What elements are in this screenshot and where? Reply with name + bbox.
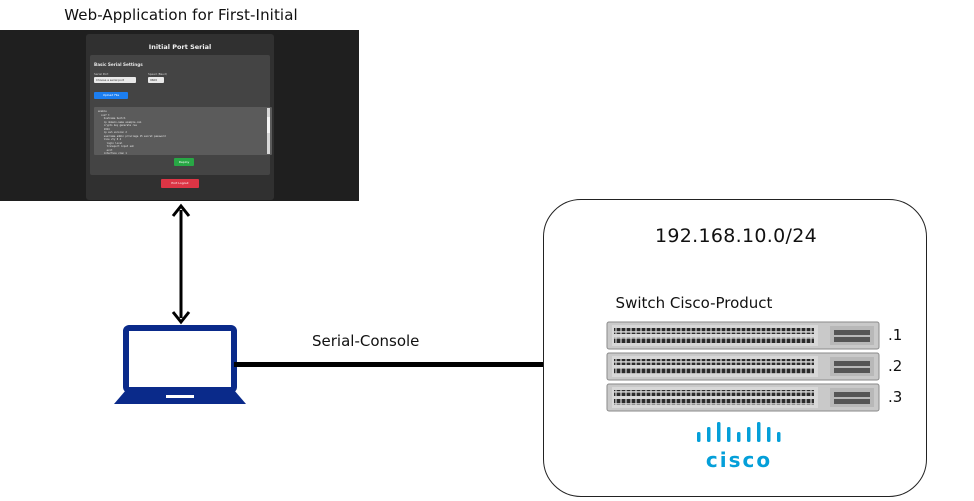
settings-panel: Basic Serial Settings Serial Port Choose… bbox=[90, 55, 272, 175]
console-textarea[interactable]: enable conf t hostname Switch ip domain-… bbox=[94, 107, 272, 155]
settings-heading: Basic Serial Settings bbox=[94, 62, 143, 67]
upload-file-button[interactable]: Upload File bbox=[94, 92, 128, 99]
webapp-card: Initial Port Serial Basic Serial Setting… bbox=[86, 34, 274, 200]
serial-console-label: Serial-Console bbox=[312, 332, 420, 350]
double-arrow bbox=[171, 203, 191, 325]
switch-3 bbox=[606, 383, 880, 412]
cisco-wordmark: cisco bbox=[706, 448, 772, 470]
port-logout-button[interactable]: Port Logout bbox=[161, 179, 199, 188]
console-scroll-thumb[interactable] bbox=[267, 117, 270, 133]
subnet-label: 192.168.10.0/24 bbox=[655, 225, 817, 247]
switch-1-label: .1 bbox=[888, 326, 903, 344]
switch-stack bbox=[606, 321, 880, 412]
switch-2-label: .2 bbox=[888, 357, 903, 375]
serial-port-select[interactable]: Choose a serial port bbox=[94, 77, 136, 83]
console-text: enable conf t hostname Switch ip domain-… bbox=[98, 110, 166, 155]
webapp-screenshot: Initial Port Serial Basic Serial Setting… bbox=[0, 30, 359, 201]
switch-title: Switch Cisco-Product bbox=[615, 294, 773, 312]
switch-2 bbox=[606, 352, 880, 381]
network-box: 192.168.10.0/24 Switch Cisco-Product bbox=[543, 199, 927, 497]
arrow-head-up bbox=[171, 203, 191, 217]
baud-select[interactable]: 9600 bbox=[148, 77, 164, 83]
laptop-icon bbox=[114, 325, 246, 404]
baud-label: Speed (Baud) bbox=[148, 72, 168, 76]
switch-3-label: .3 bbox=[888, 388, 903, 406]
cisco-logo-icon: cisco bbox=[697, 422, 781, 470]
serial-console-line bbox=[234, 362, 544, 367]
deploy-button[interactable]: Deploy bbox=[174, 158, 194, 166]
webapp-title: Initial Port Serial bbox=[148, 43, 212, 51]
switch-1 bbox=[606, 321, 880, 350]
webapp-caption: Web-Application for First-Initial bbox=[64, 6, 298, 24]
arrow-head-down bbox=[171, 311, 191, 325]
serial-port-label: Serial Port bbox=[94, 72, 109, 76]
